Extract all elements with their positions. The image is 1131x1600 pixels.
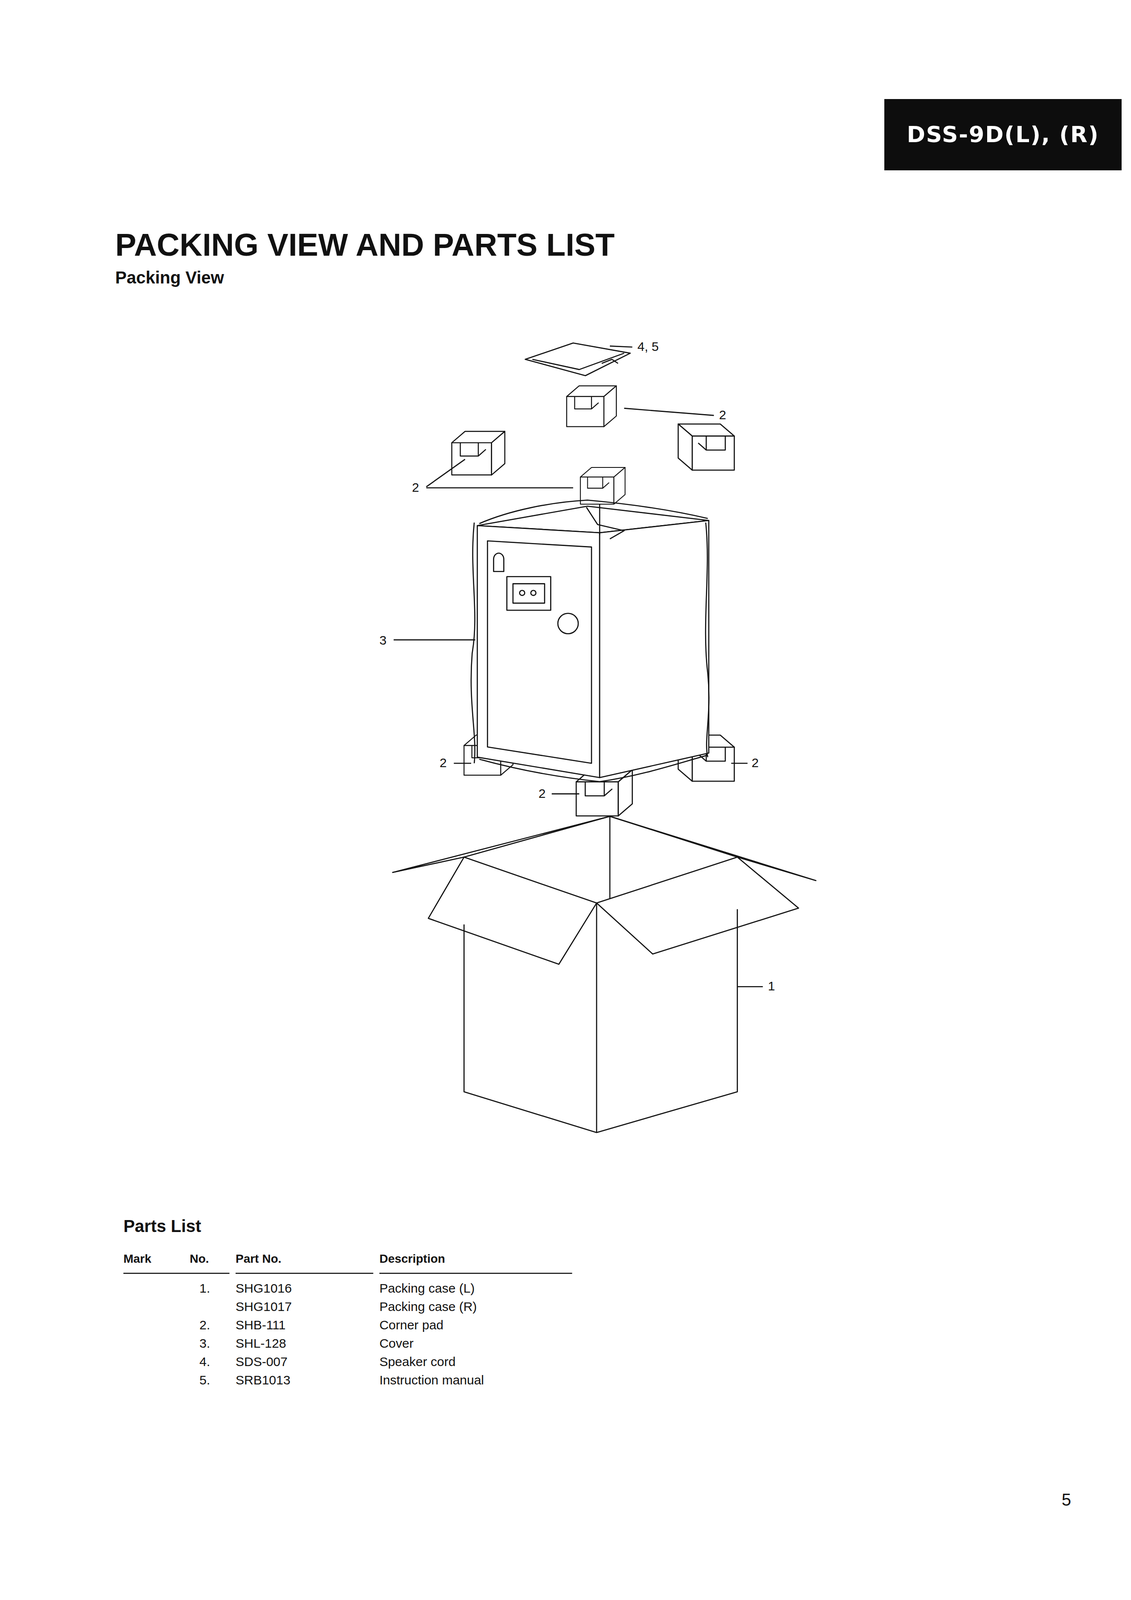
cabinet-front — [477, 525, 600, 778]
table-header: Part No. — [235, 1251, 282, 1266]
table-cell: SDS-007 — [235, 1354, 288, 1370]
page-number: 5 — [1061, 1489, 1072, 1510]
section-heading: Parts List — [123, 1215, 202, 1236]
page-title: PACKING VIEW AND PARTS LIST — [115, 226, 615, 263]
callout-number: 2 — [751, 755, 759, 771]
table-cell: SHG1017 — [235, 1299, 292, 1315]
bag-flap — [601, 359, 618, 364]
speaker-cabinet — [471, 499, 709, 782]
callout-number: 2 — [719, 407, 727, 423]
bag-fold — [532, 352, 624, 370]
terminal — [530, 590, 537, 596]
port — [557, 613, 579, 634]
leader-line — [426, 459, 466, 487]
leader-line — [426, 486, 574, 489]
callout-number: 2 — [538, 786, 546, 802]
case-back-edge — [609, 816, 611, 908]
table-header: Description — [379, 1251, 446, 1266]
section-heading: Packing View — [115, 267, 225, 288]
table-cell: 5. — [199, 1372, 210, 1388]
cover-wrinkle — [471, 522, 476, 764]
case-front-flap — [596, 856, 799, 954]
leader-line — [623, 408, 714, 416]
leader-line — [737, 985, 764, 988]
table-rules — [123, 1272, 572, 1274]
table-cell: Cover — [379, 1335, 414, 1351]
corner-pad — [451, 431, 505, 476]
corner-pad — [580, 467, 626, 505]
cover-wrinkle — [479, 754, 708, 782]
corner-pads — [451, 385, 735, 816]
table-cell: Speaker cord — [379, 1354, 456, 1370]
cabinet-side — [599, 520, 709, 778]
table-cell: SHB-111 — [235, 1317, 286, 1333]
cover-wrinkle — [479, 499, 708, 524]
cabinet-frame — [487, 540, 592, 764]
table-header: Mark — [123, 1251, 152, 1266]
packing-case — [392, 816, 817, 1133]
model-name: DSS-9D(L), (R) — [906, 122, 1100, 148]
leader-lines — [393, 408, 763, 987]
leader-line — [453, 762, 472, 764]
table-rule — [235, 1272, 374, 1274]
model-banner: DSS-9D(L), (R) — [884, 99, 1123, 171]
leader-line — [393, 639, 476, 641]
callout-number: 4, 5 — [637, 339, 659, 355]
corner-pad — [678, 423, 735, 470]
table-rule — [379, 1272, 573, 1274]
terminal — [519, 590, 525, 596]
table-cell: Corner pad — [379, 1317, 444, 1333]
corner-pad-mirrored — [678, 423, 735, 470]
table-cell: 1. — [199, 1280, 210, 1296]
terminal-panel — [507, 576, 551, 611]
table-cell: Instruction manual — [379, 1372, 484, 1388]
cover-wrinkle — [705, 522, 709, 758]
table-header: No. — [189, 1251, 209, 1266]
terminal-plate — [513, 583, 545, 603]
case-front-flap — [428, 856, 597, 965]
leader-line — [609, 346, 633, 347]
case-rim — [463, 816, 738, 857]
table-cell: SHL-128 — [235, 1335, 286, 1351]
callout-number: 3 — [379, 632, 387, 648]
table-cell: Packing case (L) — [379, 1280, 475, 1296]
cover-fold — [599, 504, 601, 535]
table-cell: 4. — [199, 1354, 210, 1370]
table-cell: Packing case (R) — [379, 1299, 477, 1315]
leader-line — [731, 762, 748, 764]
case-body — [463, 909, 738, 1133]
bag-outline — [525, 342, 631, 376]
cover-fold — [586, 507, 624, 539]
accessory-bag — [525, 342, 631, 376]
table-rule — [123, 1272, 230, 1274]
corner-pad — [566, 385, 617, 427]
callout-number: 2 — [411, 480, 420, 496]
callout-number: 1 — [767, 978, 776, 994]
table-cell: SHG1016 — [235, 1280, 292, 1296]
leader-line — [551, 792, 580, 795]
case-front-edge — [596, 902, 598, 1133]
table-cell: SRB1013 — [235, 1372, 291, 1388]
badge — [493, 553, 505, 572]
table-cell: 2. — [199, 1317, 210, 1333]
callout-number: 2 — [439, 755, 447, 771]
table-cell: 3. — [199, 1335, 210, 1351]
